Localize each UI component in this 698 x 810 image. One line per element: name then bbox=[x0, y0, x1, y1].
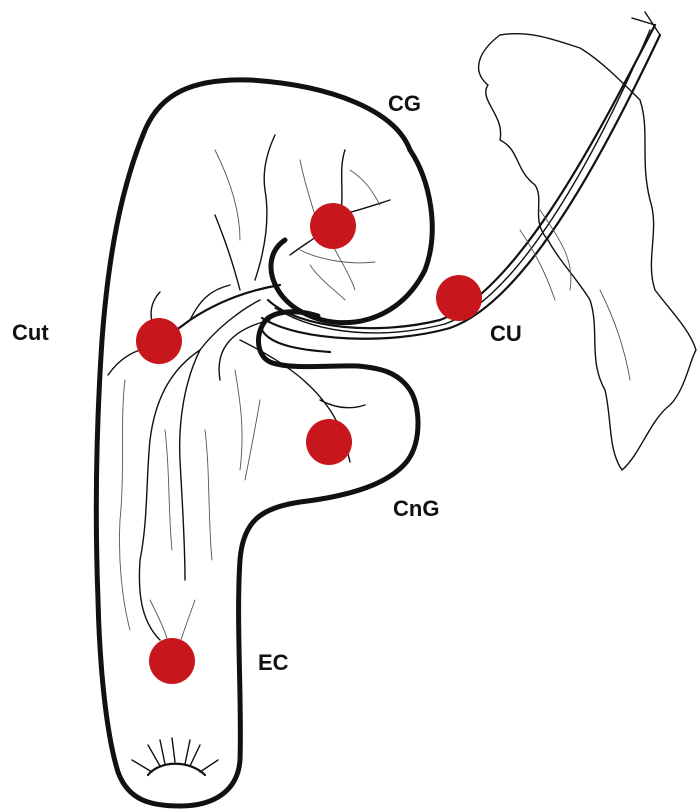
label-cng: CnG bbox=[393, 496, 439, 521]
site-markers bbox=[136, 203, 482, 684]
right-flap bbox=[479, 34, 696, 470]
label-cu: CU bbox=[490, 321, 522, 346]
label-cg: CG bbox=[388, 91, 421, 116]
label-ec: EC bbox=[258, 650, 289, 675]
label-cut: Cut bbox=[12, 320, 49, 345]
site-marker-cu bbox=[436, 275, 482, 321]
region-labels: CG Cut CU CnG EC bbox=[12, 91, 522, 675]
site-marker-cg bbox=[310, 203, 356, 249]
site-marker-ec bbox=[149, 638, 195, 684]
cng-inner bbox=[262, 330, 330, 352]
site-marker-cng bbox=[306, 419, 352, 465]
site-marker-cut bbox=[136, 318, 182, 364]
